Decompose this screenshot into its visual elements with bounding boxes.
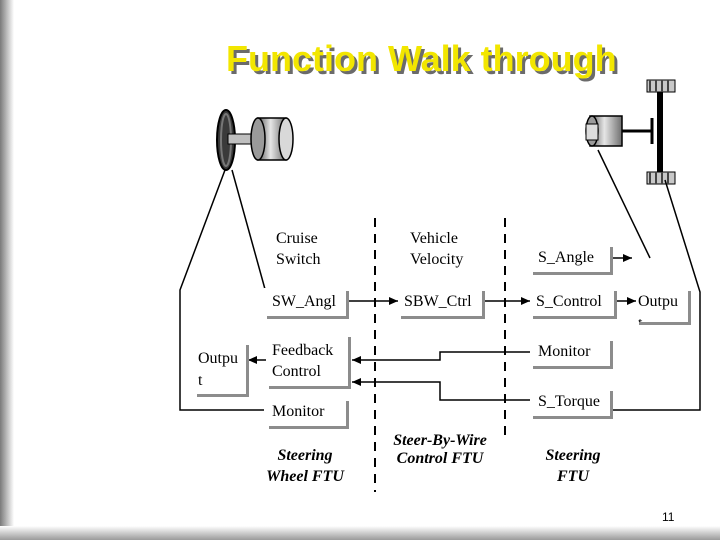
sw-angl-label: SW_Angl bbox=[272, 293, 336, 310]
slide-title: Function Walk through bbox=[226, 38, 617, 79]
steering-actuator-icon bbox=[585, 92, 663, 172]
output-right-label: Outpu t bbox=[638, 293, 678, 322]
steering-wheel-icon bbox=[216, 109, 294, 171]
sbw-ctrl-label: SBW_Ctrl bbox=[404, 293, 472, 310]
torque-to-monitor-arrow bbox=[352, 378, 530, 401]
steering-wheel-ftu-label: Steering Wheel FTU bbox=[266, 447, 344, 485]
vehicle-velocity-label: Vehicle Velocity bbox=[410, 230, 464, 268]
right-loop-line bbox=[612, 179, 701, 411]
s-control-box: S_Control bbox=[530, 288, 614, 316]
left-loop-line bbox=[179, 169, 264, 411]
feedback-control-box: Feedback Control bbox=[266, 334, 348, 386]
output-left-box: Outpu t bbox=[194, 342, 246, 394]
cruise-switch-box: Cruise Switch bbox=[268, 226, 346, 272]
sw-angl-box: SW_Angl bbox=[264, 288, 346, 316]
s-angle-box: S_Angle bbox=[530, 244, 610, 272]
monitor-right-box: Monitor bbox=[530, 338, 610, 366]
monitor-left-box: Monitor bbox=[266, 398, 346, 426]
wheel-top-icon bbox=[646, 79, 676, 93]
cruise-switch-label: Cruise Switch bbox=[276, 230, 321, 268]
sbw-ctrl-box: SBW_Ctrl bbox=[398, 288, 482, 316]
s-torque-box: S_Torque bbox=[530, 388, 610, 416]
wheel-to-sw-angl-line bbox=[231, 169, 269, 301]
page-number: 11 bbox=[662, 510, 675, 524]
output-right-box: Outpu t bbox=[636, 288, 688, 322]
feedback-control-label: Feedback Control bbox=[272, 342, 334, 380]
monitor-to-feedback-arrow bbox=[352, 351, 530, 364]
steer-by-wire-ftu-label: Steer-By-Wire Control FTU bbox=[393, 432, 487, 467]
steering-ftu-label: Steering FTU bbox=[545, 447, 601, 485]
actuator-to-s-angle-line bbox=[597, 149, 651, 259]
monitor-right-label: Monitor bbox=[538, 343, 591, 360]
vehicle-velocity-box: Vehicle Velocity bbox=[400, 226, 482, 272]
wheel-bottom-icon bbox=[646, 171, 676, 185]
monitor-left-label: Monitor bbox=[272, 403, 325, 420]
s-control-label: S_Control bbox=[536, 293, 602, 310]
s-torque-label: S_Torque bbox=[538, 393, 600, 410]
s-angle-label: S_Angle bbox=[538, 249, 594, 266]
output-left-label: Outpu t bbox=[198, 350, 238, 389]
